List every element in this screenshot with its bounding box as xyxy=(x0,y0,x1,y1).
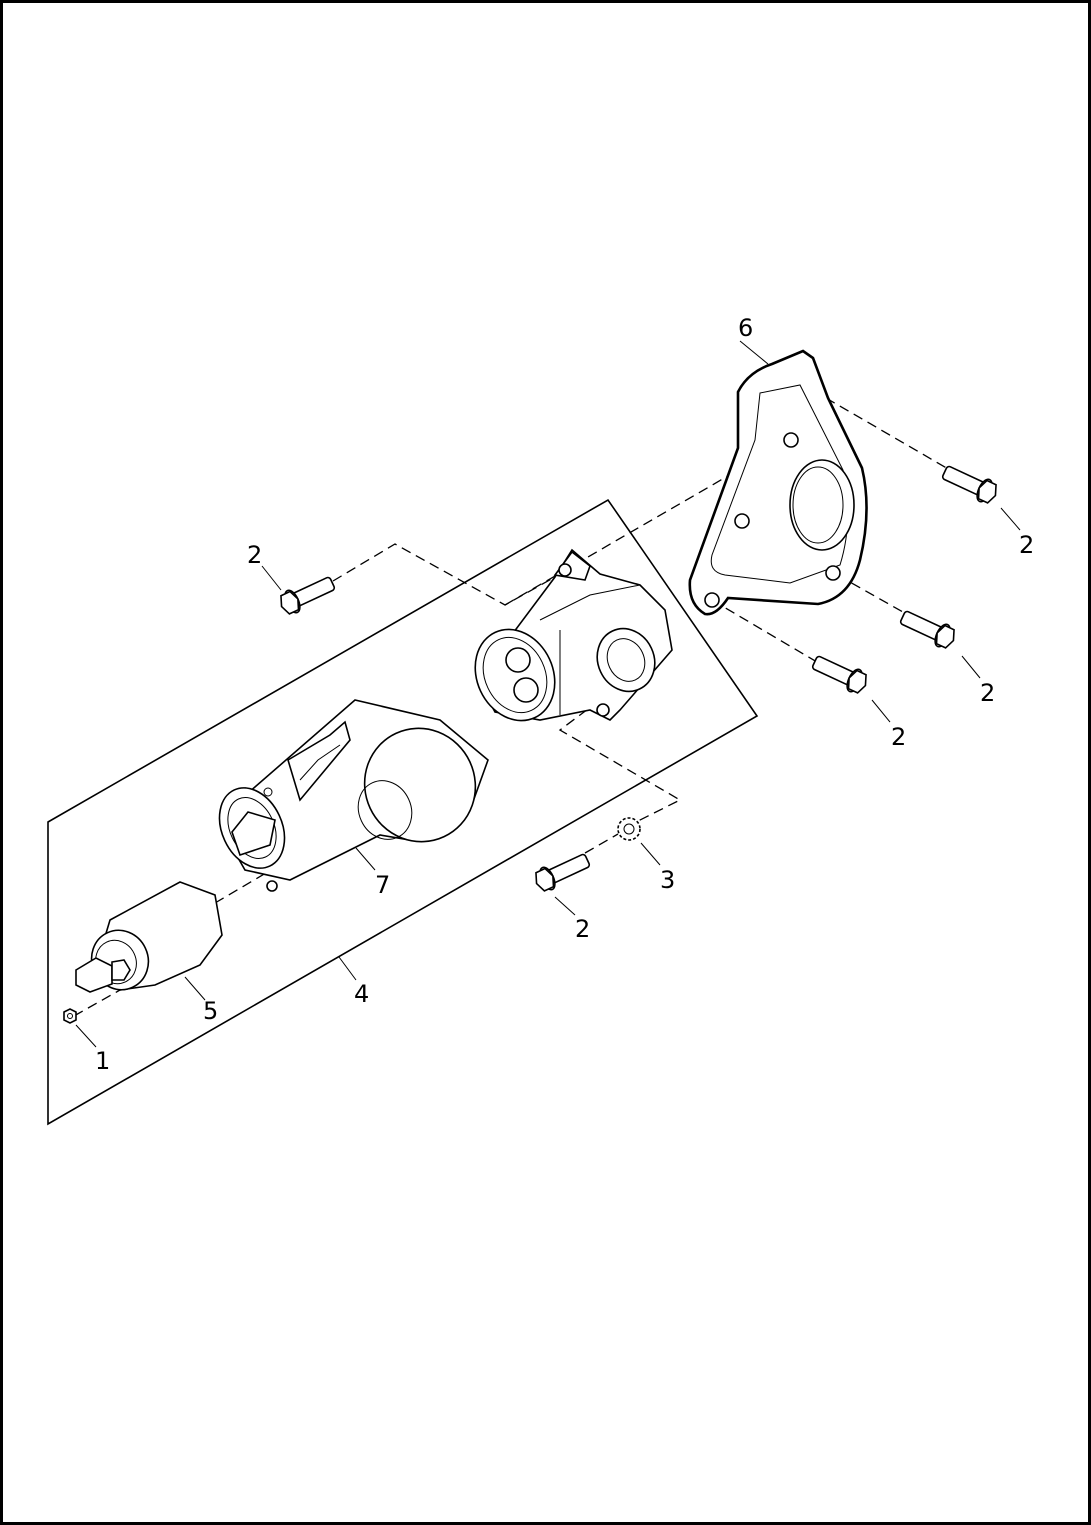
callout-2-right-middle: 2 xyxy=(980,679,995,707)
bolt-right-top xyxy=(941,465,997,504)
bolt-right-middle xyxy=(899,610,955,649)
drive-housing xyxy=(474,548,673,722)
bolt-upper-left xyxy=(280,576,336,615)
callout-2-upper-left: 2 xyxy=(247,541,262,569)
leader-lines xyxy=(75,340,1021,1048)
mounting-bracket xyxy=(688,349,868,616)
callout-5: 6 xyxy=(738,314,753,342)
callout-2-lower-center: 2 xyxy=(575,915,590,943)
callout-4: 4 xyxy=(354,980,369,1008)
nut xyxy=(63,1008,77,1024)
callout-2-right-top: 2 xyxy=(1019,531,1034,559)
bolt-lower-center xyxy=(535,853,591,892)
callout-2-right-lower: 2 xyxy=(891,723,906,751)
assembly-boundary xyxy=(47,498,759,1126)
solenoid xyxy=(75,881,223,993)
lock-washer xyxy=(617,817,641,841)
callout-6: 5 xyxy=(203,997,218,1025)
bolt-right-lower xyxy=(811,655,867,694)
callout-7: 7 xyxy=(375,871,390,899)
callout-labels: 2 6 2 2 2 3 2 7 4 5 1 xyxy=(95,314,1034,1075)
callout-1: 1 xyxy=(95,1047,110,1075)
motor-housing xyxy=(218,699,489,892)
callout-3: 3 xyxy=(660,866,675,894)
